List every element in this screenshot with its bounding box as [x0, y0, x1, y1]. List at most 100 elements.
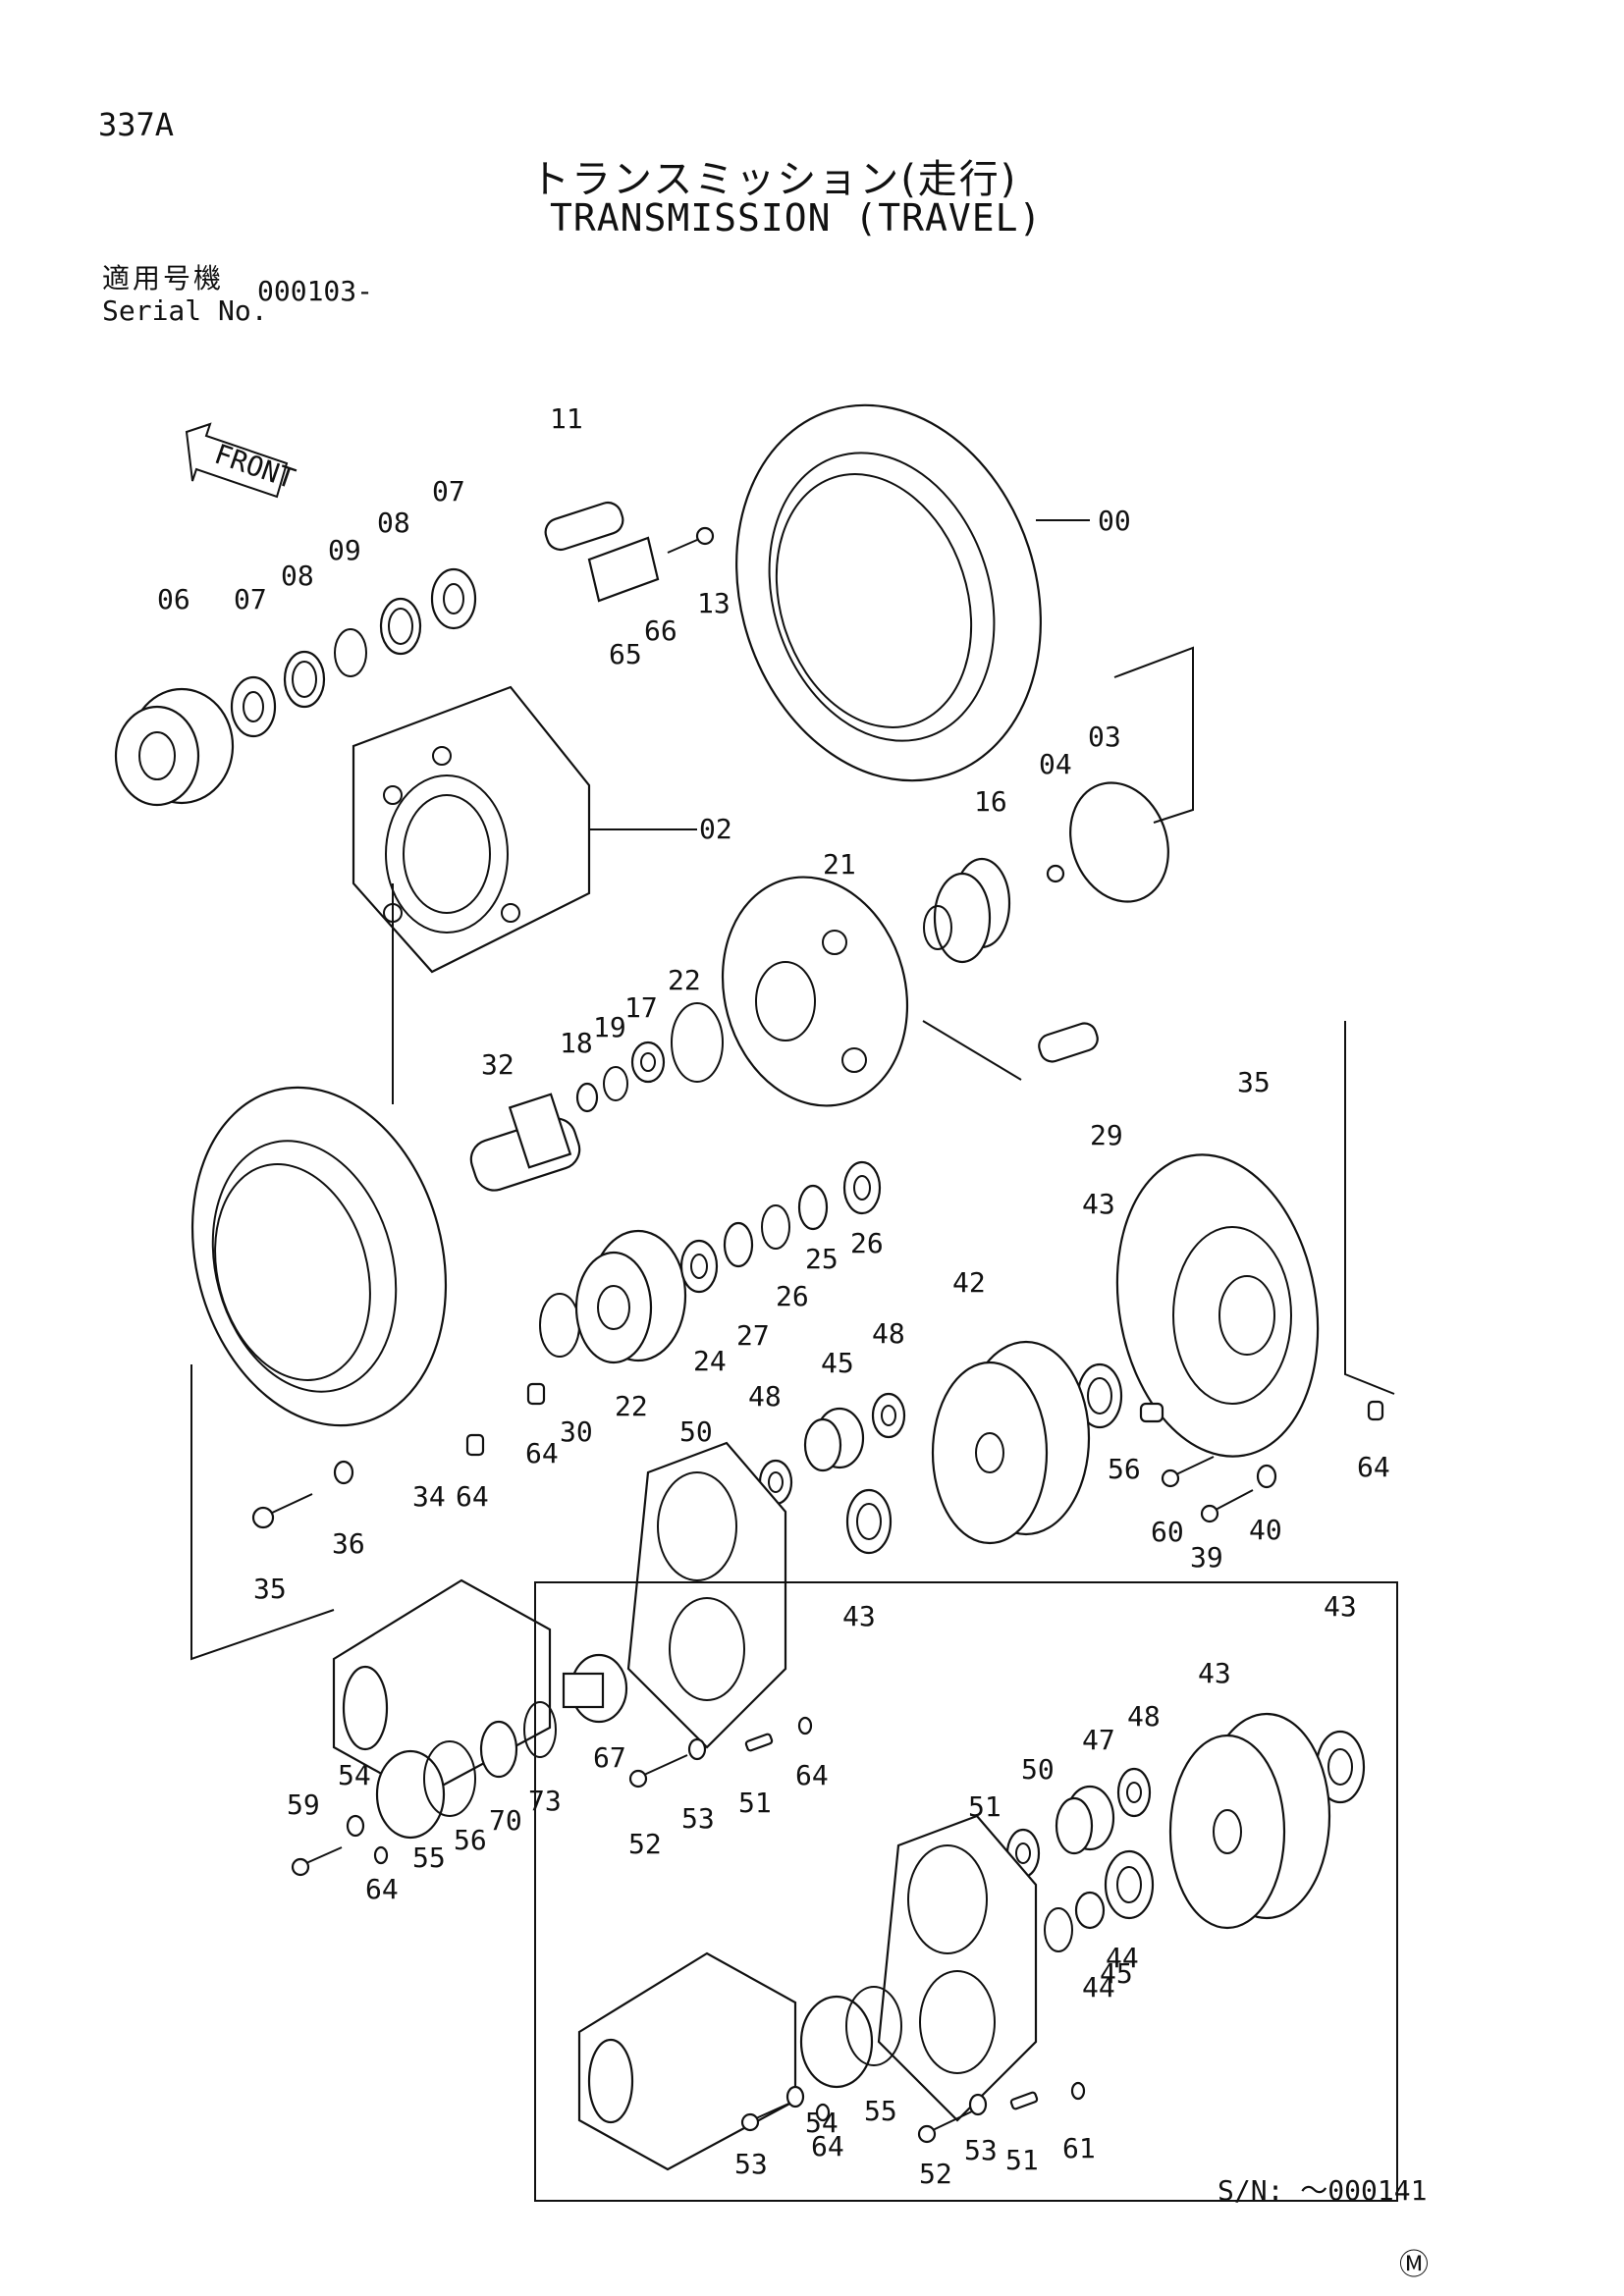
callout: 53	[681, 1802, 715, 1835]
part-21-carrier	[721, 876, 909, 1107]
part-39-bolt	[1200, 1489, 1254, 1523]
callout: 11	[550, 402, 583, 435]
callout: 09	[328, 534, 361, 566]
callout: 45	[1100, 1957, 1133, 1990]
part-51-pin	[744, 1733, 774, 1752]
part-26-ring-b	[797, 1184, 829, 1231]
callout: 59	[287, 1789, 320, 1821]
callout: 45	[821, 1347, 854, 1379]
part-67-pin	[526, 1382, 546, 1406]
callout: 51	[1005, 2144, 1039, 2176]
callout: 18	[560, 1027, 593, 1059]
callout: 17	[624, 991, 658, 1024]
inset-part-51-pin	[1009, 2091, 1039, 2110]
callout: 26	[776, 1280, 809, 1312]
front-label: FRONT	[210, 438, 299, 496]
callout: 54	[338, 1759, 371, 1791]
serial-value: 000103-	[257, 275, 374, 307]
inset-part-54-washer	[785, 2085, 805, 2109]
serial-label-japanese: 適用号機	[102, 262, 225, 294]
callout: 60	[1151, 1516, 1184, 1548]
callout: 19	[593, 1011, 626, 1043]
callout: 48	[872, 1317, 905, 1350]
callout: 50	[679, 1415, 713, 1448]
callout: 02	[699, 813, 732, 845]
part-74-bearing	[479, 1720, 518, 1779]
inset-part-42-gear	[1168, 1712, 1331, 1930]
callout: 67	[593, 1741, 626, 1774]
part-53-washer	[687, 1737, 707, 1761]
part-48-bearing	[871, 1392, 906, 1439]
part-17-bearing	[630, 1041, 666, 1084]
callout: 24	[693, 1345, 727, 1377]
part-65-pin	[1367, 1400, 1384, 1421]
callout: 43	[1082, 1188, 1115, 1220]
callout: 00	[1098, 505, 1131, 537]
callout: 54	[805, 2107, 839, 2139]
part-75-snap-ring	[523, 1701, 557, 1758]
inset-part-64-pin-b	[1070, 2081, 1086, 2101]
callout: 61	[1062, 2132, 1096, 2164]
callout: 08	[281, 560, 314, 592]
callout: 27	[736, 1319, 770, 1352]
inset-travel-motor	[577, 1951, 797, 2171]
callout: 70	[489, 1804, 522, 1837]
inset-part-48-bearing	[1116, 1767, 1152, 1818]
part-07-bearing	[230, 675, 277, 738]
part-22-snap-ring	[671, 1002, 724, 1083]
part-35-bolt	[251, 1493, 313, 1529]
part-25-bearing	[679, 1239, 719, 1294]
callout: 40	[1249, 1514, 1282, 1546]
inset-part-45-snap-ring	[1044, 1907, 1073, 1952]
part-06-gear	[114, 687, 235, 807]
callout-labels: 11 00 65 66 13 07 08 09 08 06 07 02 04 0…	[157, 402, 1390, 2190]
part-64-pin	[373, 1845, 389, 1865]
callout: 30	[560, 1415, 593, 1448]
part-59-bolt	[291, 1846, 343, 1877]
part-61-bolt	[1161, 1456, 1215, 1488]
callout: 64	[525, 1437, 559, 1469]
callout: 16	[974, 785, 1007, 818]
callout: 25	[805, 1243, 839, 1275]
part-08-ring	[283, 650, 326, 709]
callout: 42	[952, 1266, 986, 1299]
callout: 48	[1127, 1700, 1161, 1733]
callout: 04	[1039, 748, 1072, 780]
part-43-bearing-b	[845, 1488, 893, 1555]
callout: 29	[1090, 1119, 1123, 1151]
callout: 34	[412, 1480, 446, 1513]
callout: 66	[644, 614, 677, 647]
callout: 48	[748, 1380, 782, 1413]
part-09-snap-ring	[334, 628, 367, 677]
part-18-ring	[575, 1082, 599, 1113]
callout: 22	[668, 964, 701, 996]
part-60-plug	[1139, 1402, 1164, 1423]
part-29-pin	[1038, 1022, 1099, 1063]
title-japanese: トランスミッション(走行)	[530, 157, 1018, 202]
callout: 55	[412, 1842, 446, 1874]
part-11-pin	[544, 501, 624, 552]
callout: 65	[609, 638, 642, 670]
part-66-pin	[465, 1433, 485, 1457]
part-16-gear	[923, 857, 1011, 964]
part-24-gear	[574, 1229, 687, 1364]
part-07-bearing-upper	[430, 567, 477, 630]
callout: 50	[1021, 1753, 1055, 1786]
inset-serial-range: S/N: ～000141	[1218, 2174, 1428, 2207]
inset-part-54-bolt	[740, 2100, 796, 2132]
inset-part-43-bearing-b	[1104, 1849, 1155, 1920]
callout: 55	[864, 2095, 897, 2127]
callout: 36	[332, 1527, 365, 1560]
part-38-housing	[1115, 1153, 1320, 1458]
part-73-hub	[562, 1653, 628, 1724]
callout: 64	[811, 2130, 844, 2163]
callout: 44	[1082, 1971, 1115, 2003]
part-00-ring-gear	[735, 403, 1042, 782]
callout: 07	[234, 583, 267, 615]
inset-part-52-bolt	[917, 2109, 975, 2144]
inset-part-47-gear	[1055, 1785, 1115, 1855]
serial-label-english: Serial No.	[102, 294, 268, 327]
inset-part-64-pin	[815, 2103, 831, 2122]
callout: 26	[850, 1227, 884, 1259]
